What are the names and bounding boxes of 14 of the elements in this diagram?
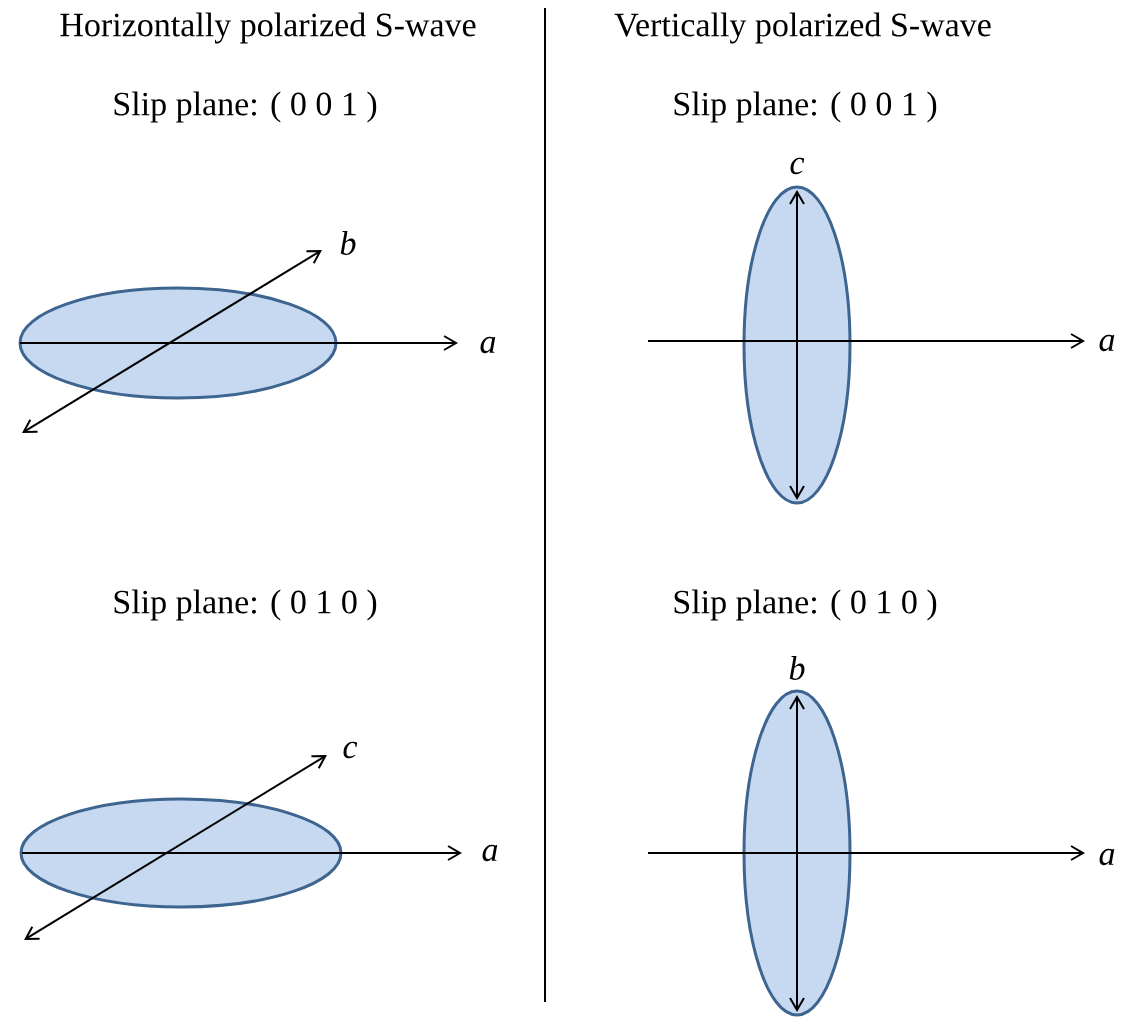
- axis-label: c: [790, 157, 805, 175]
- axis-label: a: [480, 336, 496, 354]
- axis-label: c: [343, 741, 358, 759]
- slip-plane-label: Slip plane: ( 0 0 1 ): [674, 91, 937, 123]
- slip-plane-label: Slip plane: ( 0 1 0 ): [674, 589, 937, 621]
- panel-heading: Vertically polarized S-wave: [614, 12, 991, 44]
- slip-plane-label: Slip plane: ( 0 1 0 ): [114, 589, 377, 621]
- axis-label: b: [789, 656, 805, 680]
- slip-plane-label: Slip plane: ( 0 0 1 ): [114, 91, 377, 123]
- panel-heading: Horizontally polarized S-wave: [60, 12, 476, 44]
- axis-label: b: [340, 231, 356, 255]
- axis-label: a: [1099, 334, 1115, 352]
- axis-label: a: [482, 844, 498, 862]
- axis-label: a: [1099, 848, 1115, 866]
